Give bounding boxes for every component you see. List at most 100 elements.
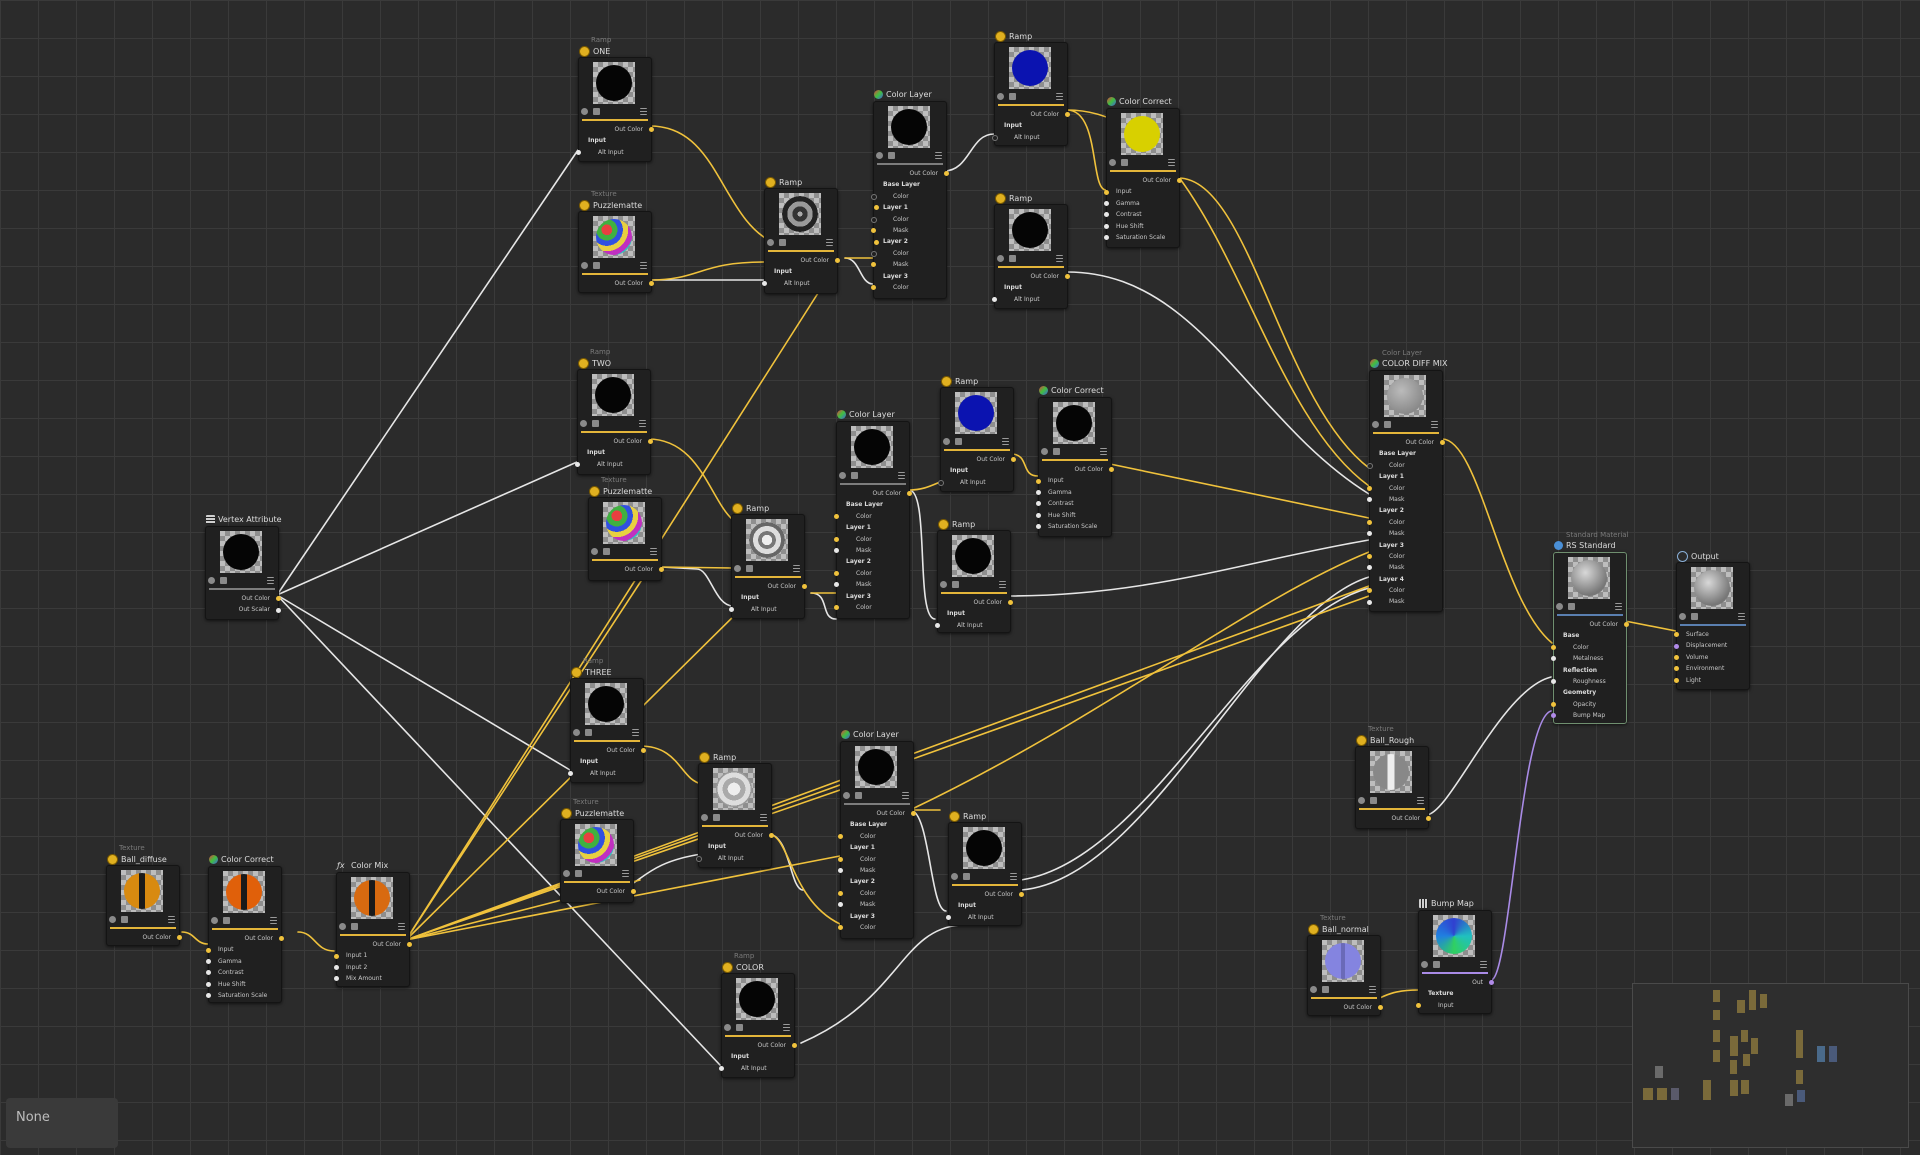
- port-gamma[interactable]: Gamma: [1104, 198, 1179, 209]
- port-alt-input[interactable]: Alt Input: [576, 147, 651, 158]
- node-title[interactable]: Color Correct: [1107, 97, 1172, 106]
- node-vertex-attribute[interactable]: Vertex Attribute Out Color Out Scalar: [205, 515, 282, 620]
- node-toolbar[interactable]: [211, 917, 277, 925]
- port-layer1-mask[interactable]: Mask: [1367, 494, 1442, 505]
- port-group-layer-4[interactable]: Layer 4: [1379, 575, 1404, 583]
- port-layer3-color[interactable]: Color: [871, 282, 946, 293]
- node-toolbar[interactable]: [208, 577, 274, 585]
- port-out-color[interactable]: Out Color: [1107, 175, 1182, 186]
- port-alt-input[interactable]: Alt Input: [575, 459, 650, 470]
- port-layer1-color[interactable]: Color: [871, 214, 946, 225]
- port-group-texture[interactable]: Texture: [1428, 990, 1454, 998]
- node-toolbar[interactable]: [581, 108, 647, 116]
- port-out-color[interactable]: Out Color: [578, 436, 653, 447]
- port-layer1-mask[interactable]: Mask: [834, 545, 909, 556]
- port-out-scalar[interactable]: Out Scalar: [206, 604, 281, 615]
- node-toolbar[interactable]: [876, 152, 942, 160]
- node-toolbar[interactable]: [563, 870, 629, 878]
- port-group-input[interactable]: Input: [580, 758, 598, 766]
- port-base-color[interactable]: Color: [1367, 460, 1442, 471]
- port-opacity[interactable]: Opacity: [1551, 699, 1626, 710]
- node-title[interactable]: Vertex Attribute: [206, 515, 282, 524]
- port-out-color[interactable]: Out Color: [209, 933, 284, 944]
- port-out-color[interactable]: Out Color: [107, 932, 182, 943]
- node-ramp-blue-1[interactable]: Ramp Out Color Input Alt Input: [992, 31, 1070, 146]
- port-surface[interactable]: Surface: [1674, 629, 1749, 640]
- port-input-2[interactable]: Input 2: [334, 962, 409, 973]
- port-group-layer-2[interactable]: Layer 2: [1379, 507, 1404, 515]
- node-title[interactable]: Puzzlematte: [579, 200, 642, 211]
- port-layer3-color[interactable]: Color: [834, 602, 909, 613]
- node-texture-puzzlematte-3[interactable]: Texture Puzzlematte Out Color: [560, 798, 636, 903]
- port-base-color[interactable]: Color: [871, 191, 946, 202]
- port-layer2-color[interactable]: Color: [1367, 517, 1442, 528]
- port-gamma[interactable]: Gamma: [206, 956, 281, 967]
- port-alt-input[interactable]: Alt Input: [938, 477, 1013, 488]
- node-texture-ball-rough[interactable]: Texture Ball_Rough Out Color: [1355, 725, 1431, 829]
- port-alt-input[interactable]: Alt Input: [992, 132, 1067, 143]
- node-toolbar[interactable]: [1310, 986, 1376, 994]
- node-ramp-one[interactable]: Ramp ONE Out Color Input Alt Input: [576, 36, 654, 162]
- port-out-color[interactable]: Out Color: [206, 593, 281, 604]
- port-layer2-color[interactable]: Color: [834, 568, 909, 579]
- port-roughness[interactable]: Roughness: [1551, 676, 1626, 687]
- port-layer2-mask[interactable]: Mask: [834, 579, 909, 590]
- port-out-color[interactable]: Out Color: [1308, 1002, 1383, 1013]
- node-title[interactable]: Ramp: [941, 376, 978, 387]
- node-toolbar[interactable]: [997, 93, 1063, 101]
- node-ramp-b[interactable]: Ramp Out Color Input Alt Input: [992, 193, 1070, 309]
- port-out[interactable]: Out: [1419, 977, 1494, 988]
- node-title[interactable]: Color Correct: [1039, 386, 1104, 395]
- node-title[interactable]: Ramp: [699, 752, 736, 763]
- port-alt-input[interactable]: Alt Input: [762, 278, 837, 289]
- port-metalness[interactable]: Metalness: [1551, 653, 1626, 664]
- port-out-color[interactable]: Out Color: [938, 597, 1013, 608]
- port-out-color[interactable]: Out Color: [874, 168, 949, 179]
- node-toolbar[interactable]: [1041, 448, 1107, 456]
- port-group-layer-2[interactable]: Layer 2: [850, 878, 875, 886]
- port-group-input[interactable]: Input: [708, 843, 726, 851]
- node-toolbar[interactable]: [843, 792, 909, 800]
- node-color-layer-1[interactable]: Color Layer Out Color Base Layer Color L…: [871, 90, 949, 299]
- node-ramp-a[interactable]: Ramp Out Color Input Alt Input: [762, 177, 840, 294]
- node-title[interactable]: Ball_normal: [1308, 924, 1369, 935]
- port-layer1-color[interactable]: Color: [834, 534, 909, 545]
- node-color-layer-3[interactable]: Color Layer Out Color Base Layer Color L…: [838, 730, 916, 939]
- port-out-color[interactable]: Out Color: [949, 889, 1024, 900]
- port-light[interactable]: Light: [1674, 675, 1749, 686]
- port-out-color[interactable]: Out Color: [589, 564, 664, 575]
- node-title[interactable]: Ramp: [995, 31, 1032, 42]
- node-ramp-e[interactable]: Ramp Out Color Input Alt Input: [696, 752, 774, 868]
- port-out-color[interactable]: Out Color: [1370, 437, 1445, 448]
- node-title[interactable]: ONE: [579, 46, 610, 57]
- port-out-color[interactable]: Out Color: [995, 271, 1070, 282]
- node-title[interactable]: COLOR: [722, 962, 764, 973]
- port-out-color[interactable]: Out Color: [837, 488, 912, 499]
- port-layer3-color[interactable]: Color: [1367, 551, 1442, 562]
- port-hue-shift[interactable]: Hue Shift: [1036, 510, 1111, 521]
- port-layer1-color[interactable]: Color: [1367, 483, 1442, 494]
- node-title[interactable]: Ramp: [995, 193, 1032, 204]
- port-group-layer-1[interactable]: Layer 1: [846, 524, 871, 532]
- port-out-color[interactable]: Out Color: [765, 255, 840, 266]
- port-out-color[interactable]: Out Color: [699, 830, 774, 841]
- node-title[interactable]: TWO: [578, 358, 611, 369]
- node-toolbar[interactable]: [339, 923, 405, 931]
- port-layer1-mask[interactable]: Mask: [838, 865, 913, 876]
- port-layer4-color[interactable]: Color: [1367, 585, 1442, 596]
- node-title[interactable]: RS Standard: [1554, 541, 1616, 550]
- port-group-layer-3[interactable]: Layer 3: [846, 592, 871, 600]
- port-group-layer-3[interactable]: Layer 3: [1379, 541, 1404, 549]
- port-input[interactable]: Input: [206, 944, 281, 955]
- node-title[interactable]: Bump Map: [1419, 899, 1474, 908]
- port-alt-input[interactable]: Alt Input: [946, 912, 1021, 923]
- port-saturation-scale[interactable]: Saturation Scale: [1104, 232, 1179, 243]
- node-toolbar[interactable]: [1679, 613, 1745, 621]
- node-ramp-c[interactable]: Ramp Out Color Input Alt Input: [729, 503, 807, 619]
- port-group-input[interactable]: Input: [741, 594, 759, 602]
- port-contrast[interactable]: Contrast: [1104, 209, 1179, 220]
- port-saturation-scale[interactable]: Saturation Scale: [206, 990, 281, 1001]
- port-out-color[interactable]: Out Color: [561, 886, 636, 897]
- port-saturation-scale[interactable]: Saturation Scale: [1036, 521, 1111, 532]
- port-layer2-color[interactable]: Color: [838, 888, 913, 899]
